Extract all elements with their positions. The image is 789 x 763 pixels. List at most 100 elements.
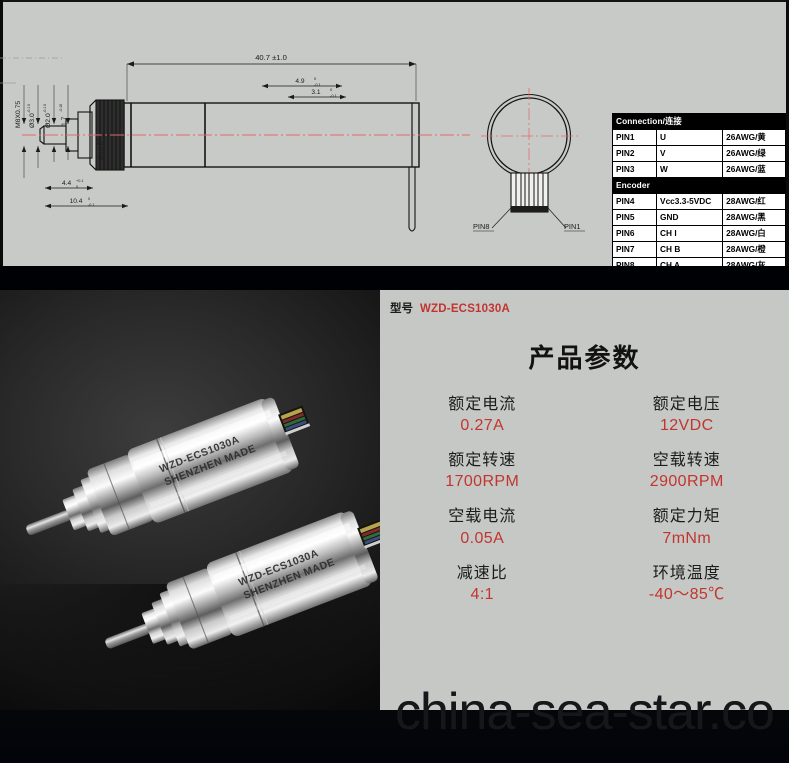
table-row: PIN4 Vcc3.3-5VDC 28AWG/红: [611, 193, 786, 210]
svg-text:Ø3.0: Ø3.0: [29, 113, 36, 128]
spec-no-load-speed: 空载转速 2900RPM: [585, 449, 789, 492]
connection-table-body: Connection/连接 PIN1 U 26AWG/黄 PIN2 V 26AW…: [611, 113, 786, 266]
table-section-row-encoder: Encoder: [612, 177, 786, 194]
spec-rated-speed: 额定转速 1700RPM: [380, 449, 585, 492]
svg-text:-0.1: -0.1: [27, 106, 31, 113]
spec-label: 空载电流: [448, 506, 517, 526]
spec-label: 减速比: [456, 562, 508, 582]
spec-value: 2900RPM: [649, 473, 724, 491]
svg-text:0: 0: [330, 87, 333, 92]
spec-rated-current: 额定电流 0.27A: [380, 393, 585, 436]
watermark-upper-clip: china-sea-star.co: [380, 686, 789, 710]
table-row: PIN8 CH A 28AWG/灰: [611, 257, 786, 266]
spec-value: 12VDC: [659, 417, 714, 435]
spec-value: -40〜85℃: [648, 585, 725, 603]
motor-photo-illustration: WZD-ECS1030A SHENZHEN MADE: [26, 397, 380, 649]
motor-unit-upper: WZD-ECS1030A SHENZHEN MADE: [26, 397, 311, 536]
spec-rated-voltage: 额定电压 12VDC: [585, 393, 789, 436]
spec-value: 0.27A: [460, 417, 505, 435]
specs-title: 产品参数: [528, 344, 641, 374]
svg-text:4.4: 4.4: [62, 180, 71, 187]
spec-value: 7mNm: [662, 529, 712, 547]
cell-wire: 26AWG/黄: [722, 129, 786, 146]
pin8-callout-label: PIN8: [473, 222, 490, 231]
cell-signal: U: [656, 129, 724, 146]
svg-text:-0.1: -0.1: [314, 82, 322, 87]
cell-signal: CH B: [656, 241, 724, 258]
separator-band: [0, 266, 789, 290]
drawing-vector-graphic: 40.7 ±1.0 4.9 0 -0.1 3.1 0 -0.1 M8X0.75 …: [0, 53, 585, 232]
spec-label: 额定电压: [652, 394, 721, 413]
section-label-encoder: Encoder: [612, 177, 786, 194]
watermark-text: china-sea-star.co: [395, 683, 775, 741]
cell-wire: 28AWG/灰: [722, 257, 786, 266]
cell-signal: V: [656, 145, 724, 162]
motor-unit-lower: WZD-ECS1030A SHENZHEN MADE: [105, 511, 380, 649]
svg-text:0: 0: [88, 197, 90, 201]
cell-signal: CH A: [656, 257, 724, 266]
spec-label: 额定电流: [448, 394, 517, 413]
svg-text:Ø2.0: Ø2.0: [45, 113, 52, 128]
section-label-connection: Connection/连接: [612, 113, 786, 130]
model-number-value: WZD-ECS1030A: [420, 303, 510, 315]
watermark-text-upper: china-sea-star.co: [395, 686, 775, 710]
cell-wire: 28AWG/黑: [722, 209, 786, 226]
svg-text:0: 0: [314, 76, 317, 81]
svg-text:0: 0: [76, 185, 78, 189]
table-row: PIN2 V 26AWG/绿: [611, 145, 786, 162]
svg-text:10.4: 10.4: [70, 198, 83, 205]
table-row: PIN5 GND 28AWG/黑: [611, 209, 786, 226]
drawing-right-edge: [786, 0, 789, 266]
svg-text:0: 0: [27, 104, 31, 106]
cell-pin: PIN4: [611, 193, 658, 210]
model-number-label: 型号: [390, 301, 413, 315]
svg-text:-0.1: -0.1: [96, 139, 100, 146]
spec-ambient-temperature: 环境温度 -40〜85℃: [585, 562, 789, 605]
spec-label: 空载转速: [652, 450, 721, 470]
cell-wire: 26AWG/蓝: [722, 161, 786, 178]
spec-value: 4:1: [470, 585, 494, 603]
svg-text:4.9: 4.9: [295, 78, 304, 85]
svg-text:Ø10.0: Ø10.0: [98, 141, 105, 160]
connection-pinout-table: Connection/连接 PIN1 U 26AWG/黄 PIN2 V 26AW…: [611, 113, 786, 266]
cell-pin: PIN8: [611, 257, 658, 266]
cell-pin: PIN1: [611, 129, 658, 146]
svg-text:1.7: 1.7: [61, 116, 68, 126]
table-row: PIN3 W 26AWG/蓝: [611, 161, 786, 178]
svg-text:-0.1: -0.1: [330, 93, 338, 98]
model-number-line: 型号 WZD-ECS1030A: [390, 300, 510, 316]
svg-text:-0.1: -0.1: [88, 203, 95, 207]
cell-wire: 26AWG/绿: [722, 145, 786, 162]
cell-signal: W: [656, 161, 724, 178]
spec-value: 0.05A: [460, 529, 505, 547]
spec-no-load-current: 空载电流 0.05A: [380, 505, 585, 548]
svg-text:40.7 ±1.0: 40.7 ±1.0: [255, 53, 287, 62]
cell-signal: Vcc3.3-5VDC: [656, 193, 724, 210]
cell-signal: CH I: [656, 225, 724, 242]
pin1-callout-label: PIN1: [564, 222, 581, 231]
table-section-row-connection: Connection/连接: [612, 113, 786, 130]
table-row: PIN7 CH B 28AWG/橙: [611, 241, 786, 258]
drawing-left-edge: [0, 0, 3, 266]
cell-wire: 28AWG/橙: [722, 241, 786, 258]
cell-pin: PIN6: [611, 225, 658, 242]
svg-text:-0.1: -0.1: [43, 106, 47, 113]
spec-label: 额定力矩: [652, 506, 721, 526]
spec-label: 额定转速: [448, 450, 517, 470]
drawing-top-edge: [0, 0, 789, 2]
spec-gear-ratio: 减速比 4:1: [380, 562, 585, 605]
spec-rated-torque: 额定力矩 7mNm: [585, 505, 789, 548]
spec-value: 1700RPM: [445, 473, 520, 491]
table-row: PIN6 CH I 28AWG/白: [611, 225, 786, 242]
bottom-dark-strip: [0, 710, 789, 763]
product-photo-panel: WZD-ECS1030A SHENZHEN MADE: [0, 290, 380, 710]
svg-text:0: 0: [96, 138, 100, 140]
table-row: PIN1 U 26AWG/黄: [611, 129, 786, 146]
product-specs-panel: 型号 WZD-ECS1030A 产品参数 额定电流 0.27A 额定电压 12VD…: [380, 290, 789, 710]
svg-text:-0.1: -0.1: [59, 105, 63, 112]
svg-text:M8X0.75: M8X0.75: [15, 101, 22, 128]
cell-pin: PIN2: [611, 145, 658, 162]
cell-pin: PIN7: [611, 241, 658, 258]
cell-wire: 28AWG/白: [722, 225, 786, 242]
